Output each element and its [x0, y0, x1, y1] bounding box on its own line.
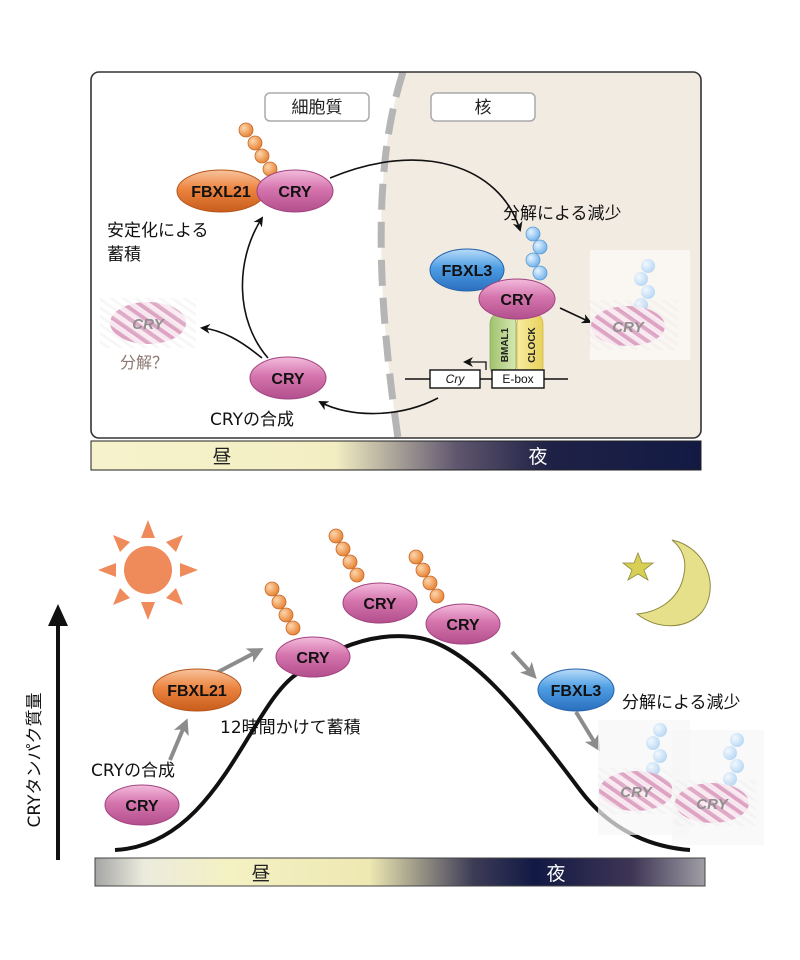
cry-nucleus-label: CRY	[500, 292, 534, 309]
ebox-label: E-box	[502, 372, 533, 386]
arrow-cry-to-fbxl3	[510, 650, 537, 679]
arrow-synthesis-to-fbxl21	[168, 718, 189, 761]
orange-phospho-chain-1	[264, 581, 301, 636]
nuclear-degradation-label: 分解による減少	[503, 204, 622, 224]
bottom-day-label: 昼	[251, 863, 270, 885]
orange-phospho-chain-3	[408, 549, 445, 604]
cry-accumulated-3: CRY	[425, 603, 501, 645]
clock-label: CLOCK	[527, 326, 538, 362]
cry-new-bottom-label: CRY	[125, 798, 159, 815]
fbxl21-bottom-label: FBXL21	[167, 683, 227, 700]
fbxl3-label: FBXL3	[442, 263, 493, 280]
blue-phospho-chain-nucleus	[525, 226, 548, 281]
fbxl21-molecule-top: FBXL21	[176, 169, 266, 213]
arrow-export-synthesis	[318, 397, 439, 415]
star-icon	[621, 551, 655, 581]
cry-accumulated-2: CRY	[342, 582, 418, 624]
arrow-fbxl3-to-degradation	[574, 710, 601, 752]
cry-new-label: CRY	[271, 371, 305, 388]
top-time-bar: 昼 夜	[90, 440, 702, 471]
nucleus-label: 核	[475, 98, 492, 118]
arrow-fbxl21-to-cry	[217, 648, 264, 674]
cry-accumulated-3-label: CRY	[446, 617, 480, 634]
synthesis-label-top: CRYの合成	[210, 410, 294, 430]
fbxl21-label: FBXL21	[191, 184, 251, 201]
moon-icon	[635, 539, 711, 627]
cry-accumulated-1: CRY	[275, 636, 351, 678]
cry-degraded-bottom-2: CRY	[672, 730, 764, 845]
nucleus-label-box: 核	[430, 92, 536, 122]
cry-gene-label: Cry	[446, 372, 466, 386]
degradation-label-bottom: 分解による減少	[622, 693, 741, 713]
dna-promoter: Cry E-box	[405, 357, 568, 389]
orange-phospho-chain-top	[238, 122, 278, 177]
clock-molecule: CLOCK	[516, 311, 544, 379]
sun-icon	[98, 520, 198, 620]
cry-molecule-nucleus: CRY	[478, 278, 556, 320]
top-day-label: 昼	[212, 446, 231, 468]
cry-degraded-cytoplasm: CRY	[100, 298, 196, 348]
synthesis-label-bottom: CRYの合成	[91, 761, 175, 781]
cry-degraded-bottom-2-label: CRY	[696, 796, 729, 813]
cyto-degradation-label: 分解？	[120, 353, 168, 372]
bmal1-label: BMAL1	[500, 327, 511, 362]
bmal1-molecule: BMAL1	[489, 311, 517, 379]
cry-new-bottom: CRY	[104, 784, 180, 826]
cytoplasm-label-box: 細胞質	[264, 92, 370, 122]
stabilized-label-2: 蓄積	[107, 245, 141, 265]
y-axis-label: CRYタンパク質量	[25, 693, 45, 828]
cry-accumulated-2-label: CRY	[363, 596, 397, 613]
arrow-synthesis-up	[241, 216, 269, 359]
cry-degraded-nucleus: CRY	[588, 250, 690, 360]
fbxl3-molecule-bottom: FBXL3	[537, 668, 615, 712]
arrow-to-nucleus	[329, 159, 523, 232]
bottom-night-label: 夜	[546, 863, 565, 885]
cry-new-top: CRY	[249, 356, 327, 400]
cry-degraded-label: CRY	[132, 316, 165, 333]
cry-degraded-nucleus-label: CRY	[612, 319, 645, 336]
cry-label: CRY	[278, 184, 312, 201]
fbxl3-molecule-top: FBXL3	[429, 248, 505, 292]
accumulation-label: 12時間かけて蓄積	[220, 718, 361, 738]
cytoplasm-label: 細胞質	[292, 98, 343, 118]
bottom-time-bar: 昼 夜	[94, 857, 706, 887]
fbxl3-bottom-label: FBXL3	[551, 683, 602, 700]
cry-degraded-bottom-1-label: CRY	[620, 784, 653, 801]
cry-accumulated-1-label: CRY	[296, 650, 330, 667]
orange-phospho-chain-2	[328, 528, 365, 583]
top-night-label: 夜	[528, 446, 547, 468]
cry-molecule-stabilized: CRY	[256, 169, 334, 213]
cry-abundance-curve	[114, 634, 691, 852]
fbxl21-molecule-bottom: FBXL21	[152, 668, 242, 712]
transcription-arrow	[463, 357, 487, 370]
y-axis-arrowhead	[48, 604, 68, 626]
arrow-cyto-degradation	[200, 323, 263, 359]
arrow-nuclear-degradation	[559, 307, 592, 324]
stabilized-label-1: 安定化による	[107, 221, 209, 241]
